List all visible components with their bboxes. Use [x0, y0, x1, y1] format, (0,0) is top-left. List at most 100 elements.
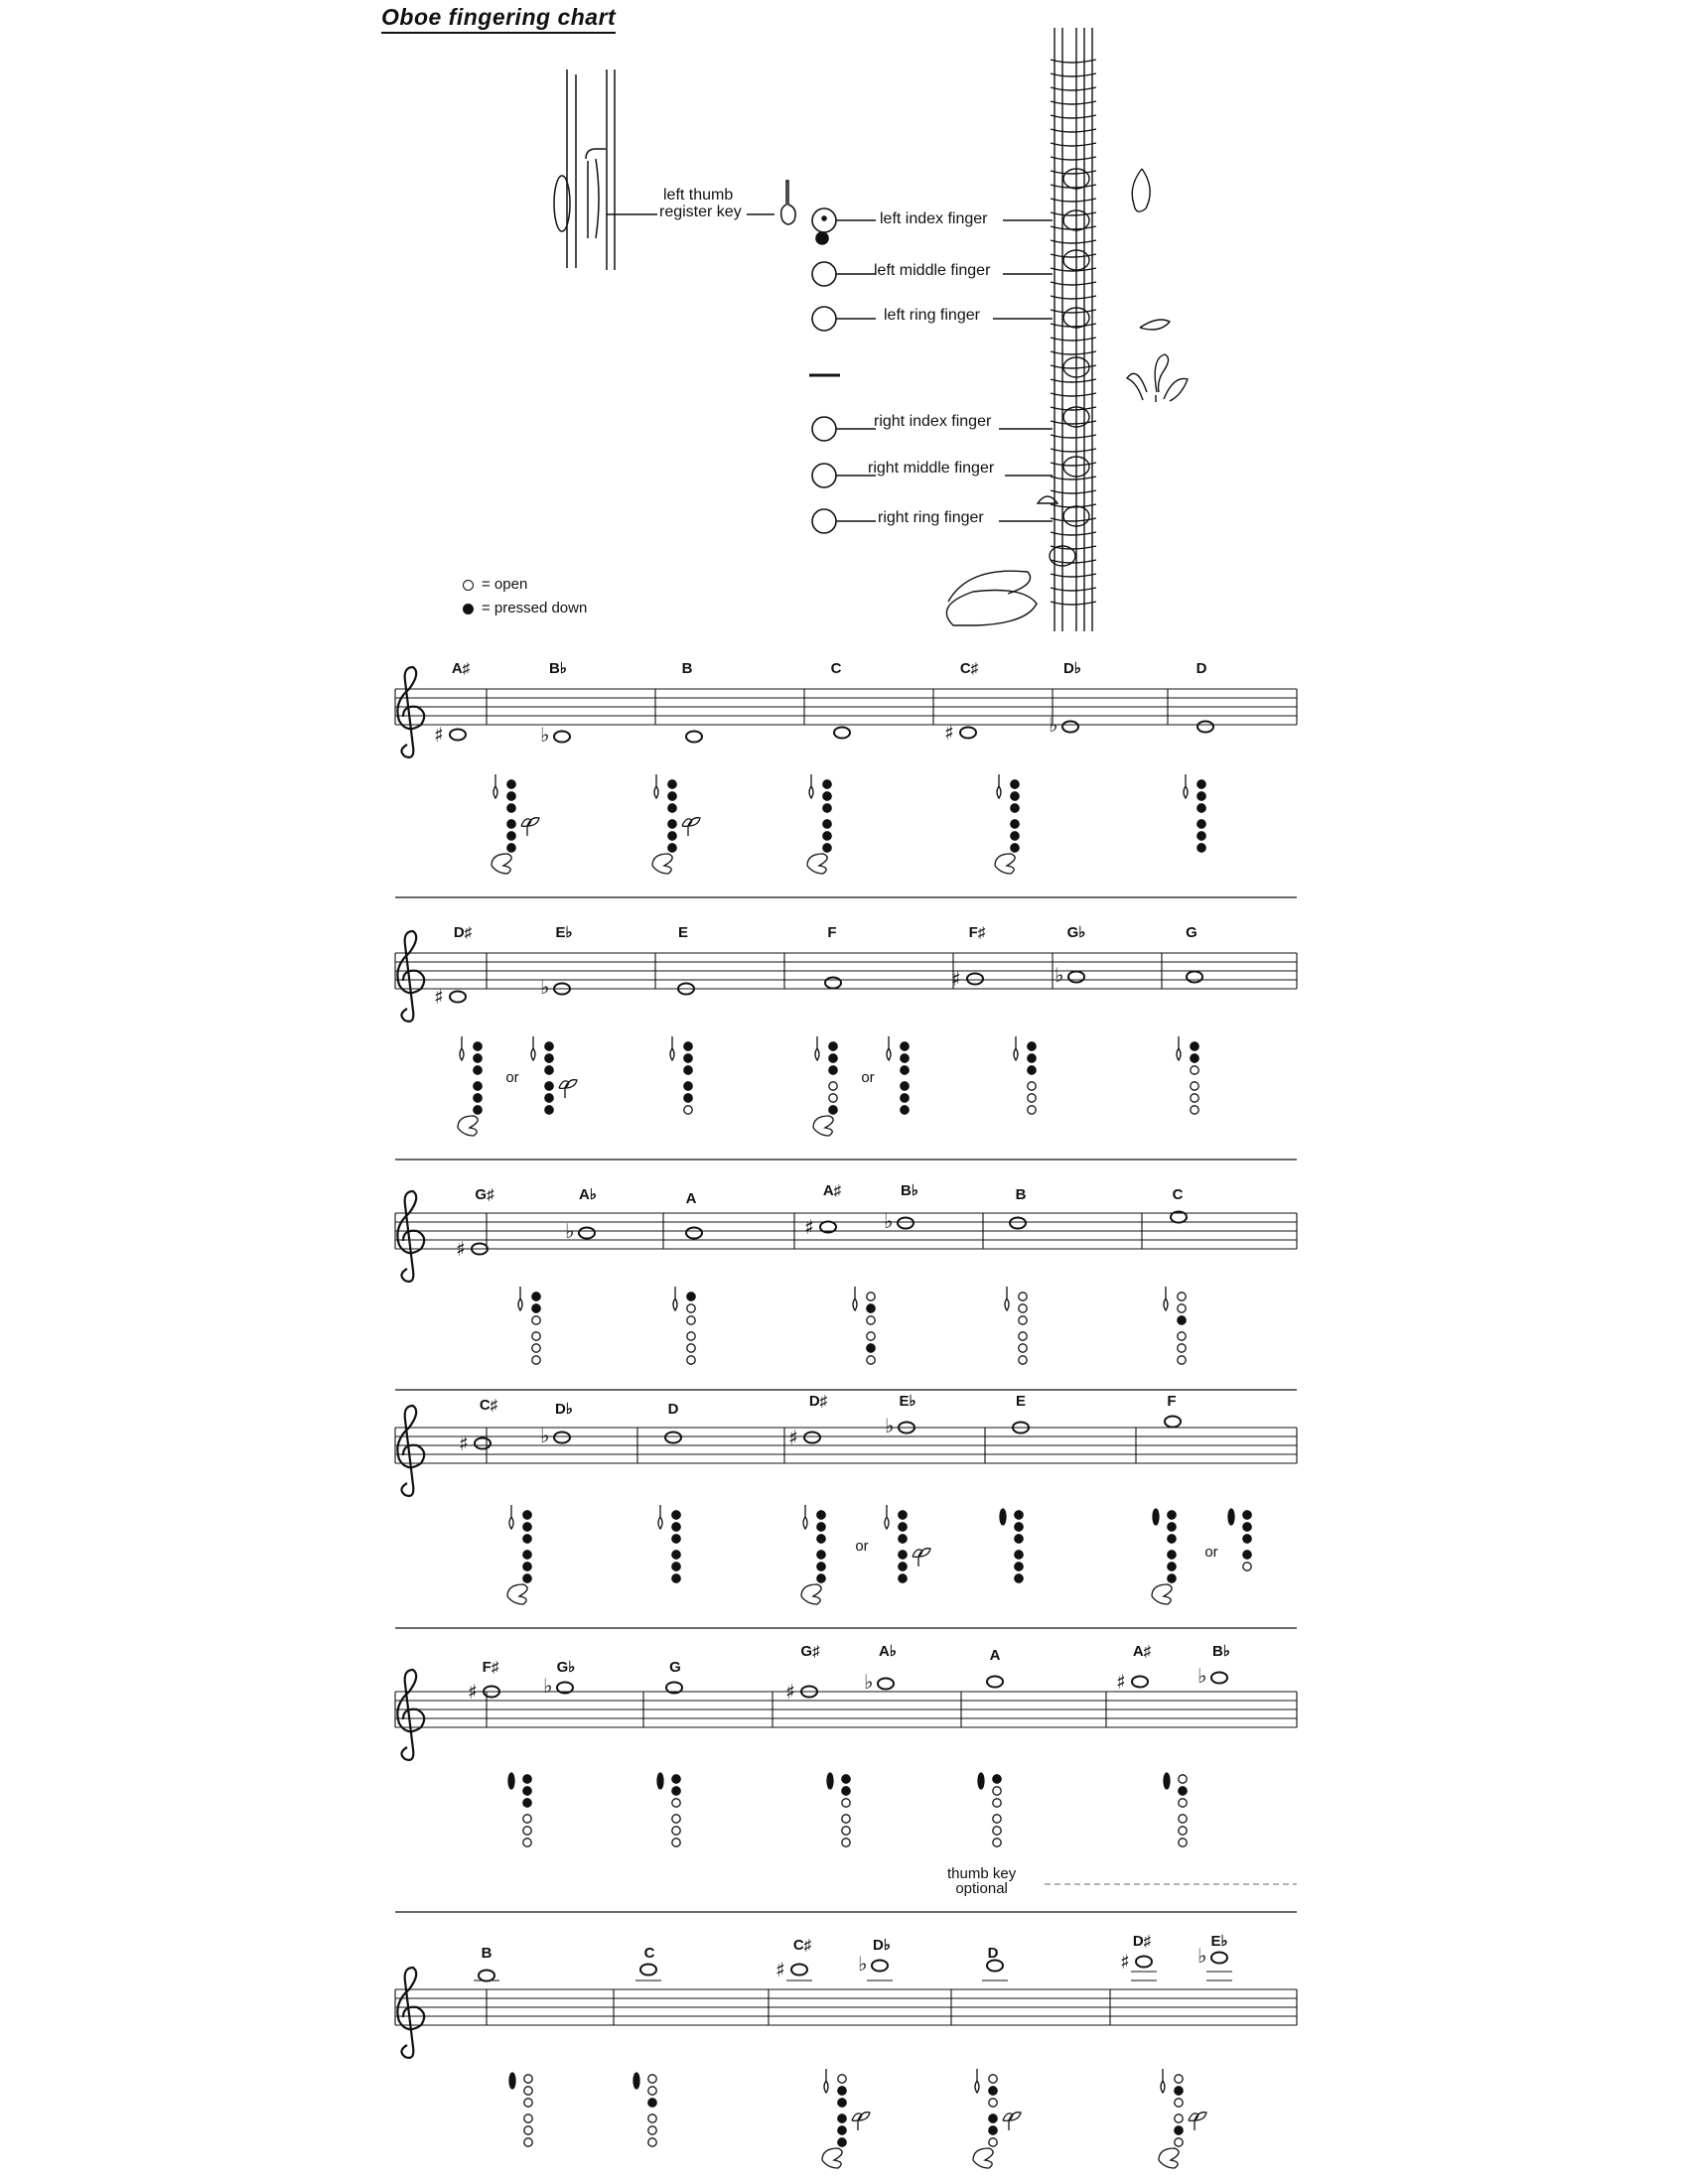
banana-keys-icon: [1125, 353, 1189, 402]
thumb-key-open-icon: [996, 774, 1002, 800]
whole-note: [1131, 1675, 1149, 1689]
whole-note: [1170, 1210, 1188, 1224]
finger-dot: [686, 1343, 696, 1353]
note-name-label: G: [1186, 924, 1197, 941]
oboe-tone-hole: [1062, 307, 1090, 329]
whole-note: [986, 1675, 1004, 1689]
finger-dot: [544, 1081, 554, 1091]
finger-dot: [531, 1331, 541, 1341]
whole-note: [1210, 1671, 1228, 1685]
thumb-key-open-icon: [530, 1036, 536, 1062]
finger-dot: [1174, 2086, 1184, 2096]
fingering-diagram: [977, 1772, 1002, 1847]
fingering-diagram: [1163, 1772, 1188, 1847]
whole-note: [1210, 1951, 1228, 1965]
finger-dot: [667, 779, 677, 789]
note-name-label: E: [1016, 1393, 1026, 1410]
oboe-key-rod: [1050, 281, 1097, 286]
finger-dot: [1027, 1065, 1037, 1075]
flat-sign: ♭: [1055, 963, 1063, 987]
left-ring-label: left ring finger: [884, 307, 980, 324]
fingering-diagram: [672, 1287, 696, 1365]
finger-dot: [816, 1573, 826, 1583]
note-name-label: F♯: [969, 924, 986, 941]
whole-note: [449, 990, 467, 1004]
thumb-key-open-icon: [808, 774, 814, 800]
note-name-label: D♯: [1133, 1933, 1152, 1950]
low-key-icon: [800, 1583, 822, 1605]
finger-dot: [841, 1786, 851, 1796]
finger-dot: [1167, 1522, 1177, 1532]
sharp-sign: ♯: [434, 723, 444, 747]
thumb-key-open-icon: [886, 1036, 892, 1062]
whole-note: [553, 1431, 571, 1444]
finger-dot: [1018, 1303, 1028, 1313]
sharp-sign: ♯: [434, 985, 444, 1009]
oboe-key-rod: [1050, 337, 1097, 341]
thumb-key-open-icon: [802, 1505, 808, 1531]
finger-dot: [1027, 1093, 1037, 1103]
finger-dot: [686, 1355, 696, 1365]
thumb-key-open-icon: [459, 1036, 465, 1062]
resonance-key-icon: [1036, 495, 1059, 504]
finger-dot: [988, 2125, 998, 2135]
finger-dot: [828, 1053, 838, 1063]
finger-dot: [988, 2074, 998, 2084]
finger-dot: [1242, 1510, 1252, 1520]
finger-dot: [667, 791, 677, 801]
finger-dot: [671, 1838, 681, 1847]
fingering-diagram: [812, 1036, 838, 1137]
fingering-diagram: [800, 1505, 826, 1605]
finger-dot: [992, 1798, 1002, 1808]
fingering-diagram: [1013, 1036, 1037, 1115]
fingering-diagram: [886, 1036, 910, 1115]
finger-hole-circle: [811, 508, 837, 534]
finger-dot: [671, 1550, 681, 1560]
whole-note: [898, 1421, 915, 1434]
finger-dot: [506, 791, 516, 801]
finger-dot: [683, 1053, 693, 1063]
side-key-icon: [912, 1548, 931, 1567]
finger-dot: [671, 1826, 681, 1836]
fingering-diagram: [651, 774, 701, 875]
fingering-diagram: [633, 2072, 657, 2147]
legend-open: = open: [463, 576, 527, 593]
finger-dot: [647, 2114, 657, 2123]
whole-note: [897, 1216, 914, 1230]
finger-dot: [1010, 779, 1020, 789]
note-name-label: A♯: [1133, 1643, 1152, 1660]
finger-dot: [841, 1798, 851, 1808]
finger-dot: [506, 803, 516, 813]
oboe-key-rod: [1050, 198, 1097, 203]
finger-dot: [1190, 1105, 1199, 1115]
finger-dot: [828, 1065, 838, 1075]
fingering-diagram: [806, 774, 832, 875]
or-label: or: [1204, 1544, 1217, 1561]
right-index-label: right index finger: [874, 413, 992, 430]
thumb-key-pressed-icon: [508, 2072, 516, 2090]
finger-dot: [1178, 1774, 1188, 1784]
note-name-label: G: [669, 1659, 681, 1676]
finger-dot: [531, 1343, 541, 1353]
note-name-label: A♯: [823, 1182, 842, 1199]
low-key-icon: [812, 1115, 834, 1137]
note-name-label: A♭: [879, 1643, 897, 1660]
finger-dot: [1174, 2125, 1184, 2135]
finger-dot: [531, 1292, 541, 1301]
finger-dot: [531, 1315, 541, 1325]
finger-dot: [900, 1093, 910, 1103]
legend-pressed: = pressed down: [463, 600, 587, 616]
whole-note: [685, 1226, 703, 1240]
finger-dot: [1190, 1081, 1199, 1091]
finger-dot: [1177, 1292, 1187, 1301]
finger-dot: [1014, 1534, 1024, 1544]
finger-dot: [671, 1814, 681, 1824]
treble-clef-icon: [396, 1668, 426, 1761]
finger-dot: [1027, 1081, 1037, 1091]
finger-dot: [506, 779, 516, 789]
finger-dot: [816, 1550, 826, 1560]
finger-dot: [1196, 819, 1206, 829]
whole-note: [685, 730, 703, 744]
note-name-label: C: [831, 660, 842, 677]
